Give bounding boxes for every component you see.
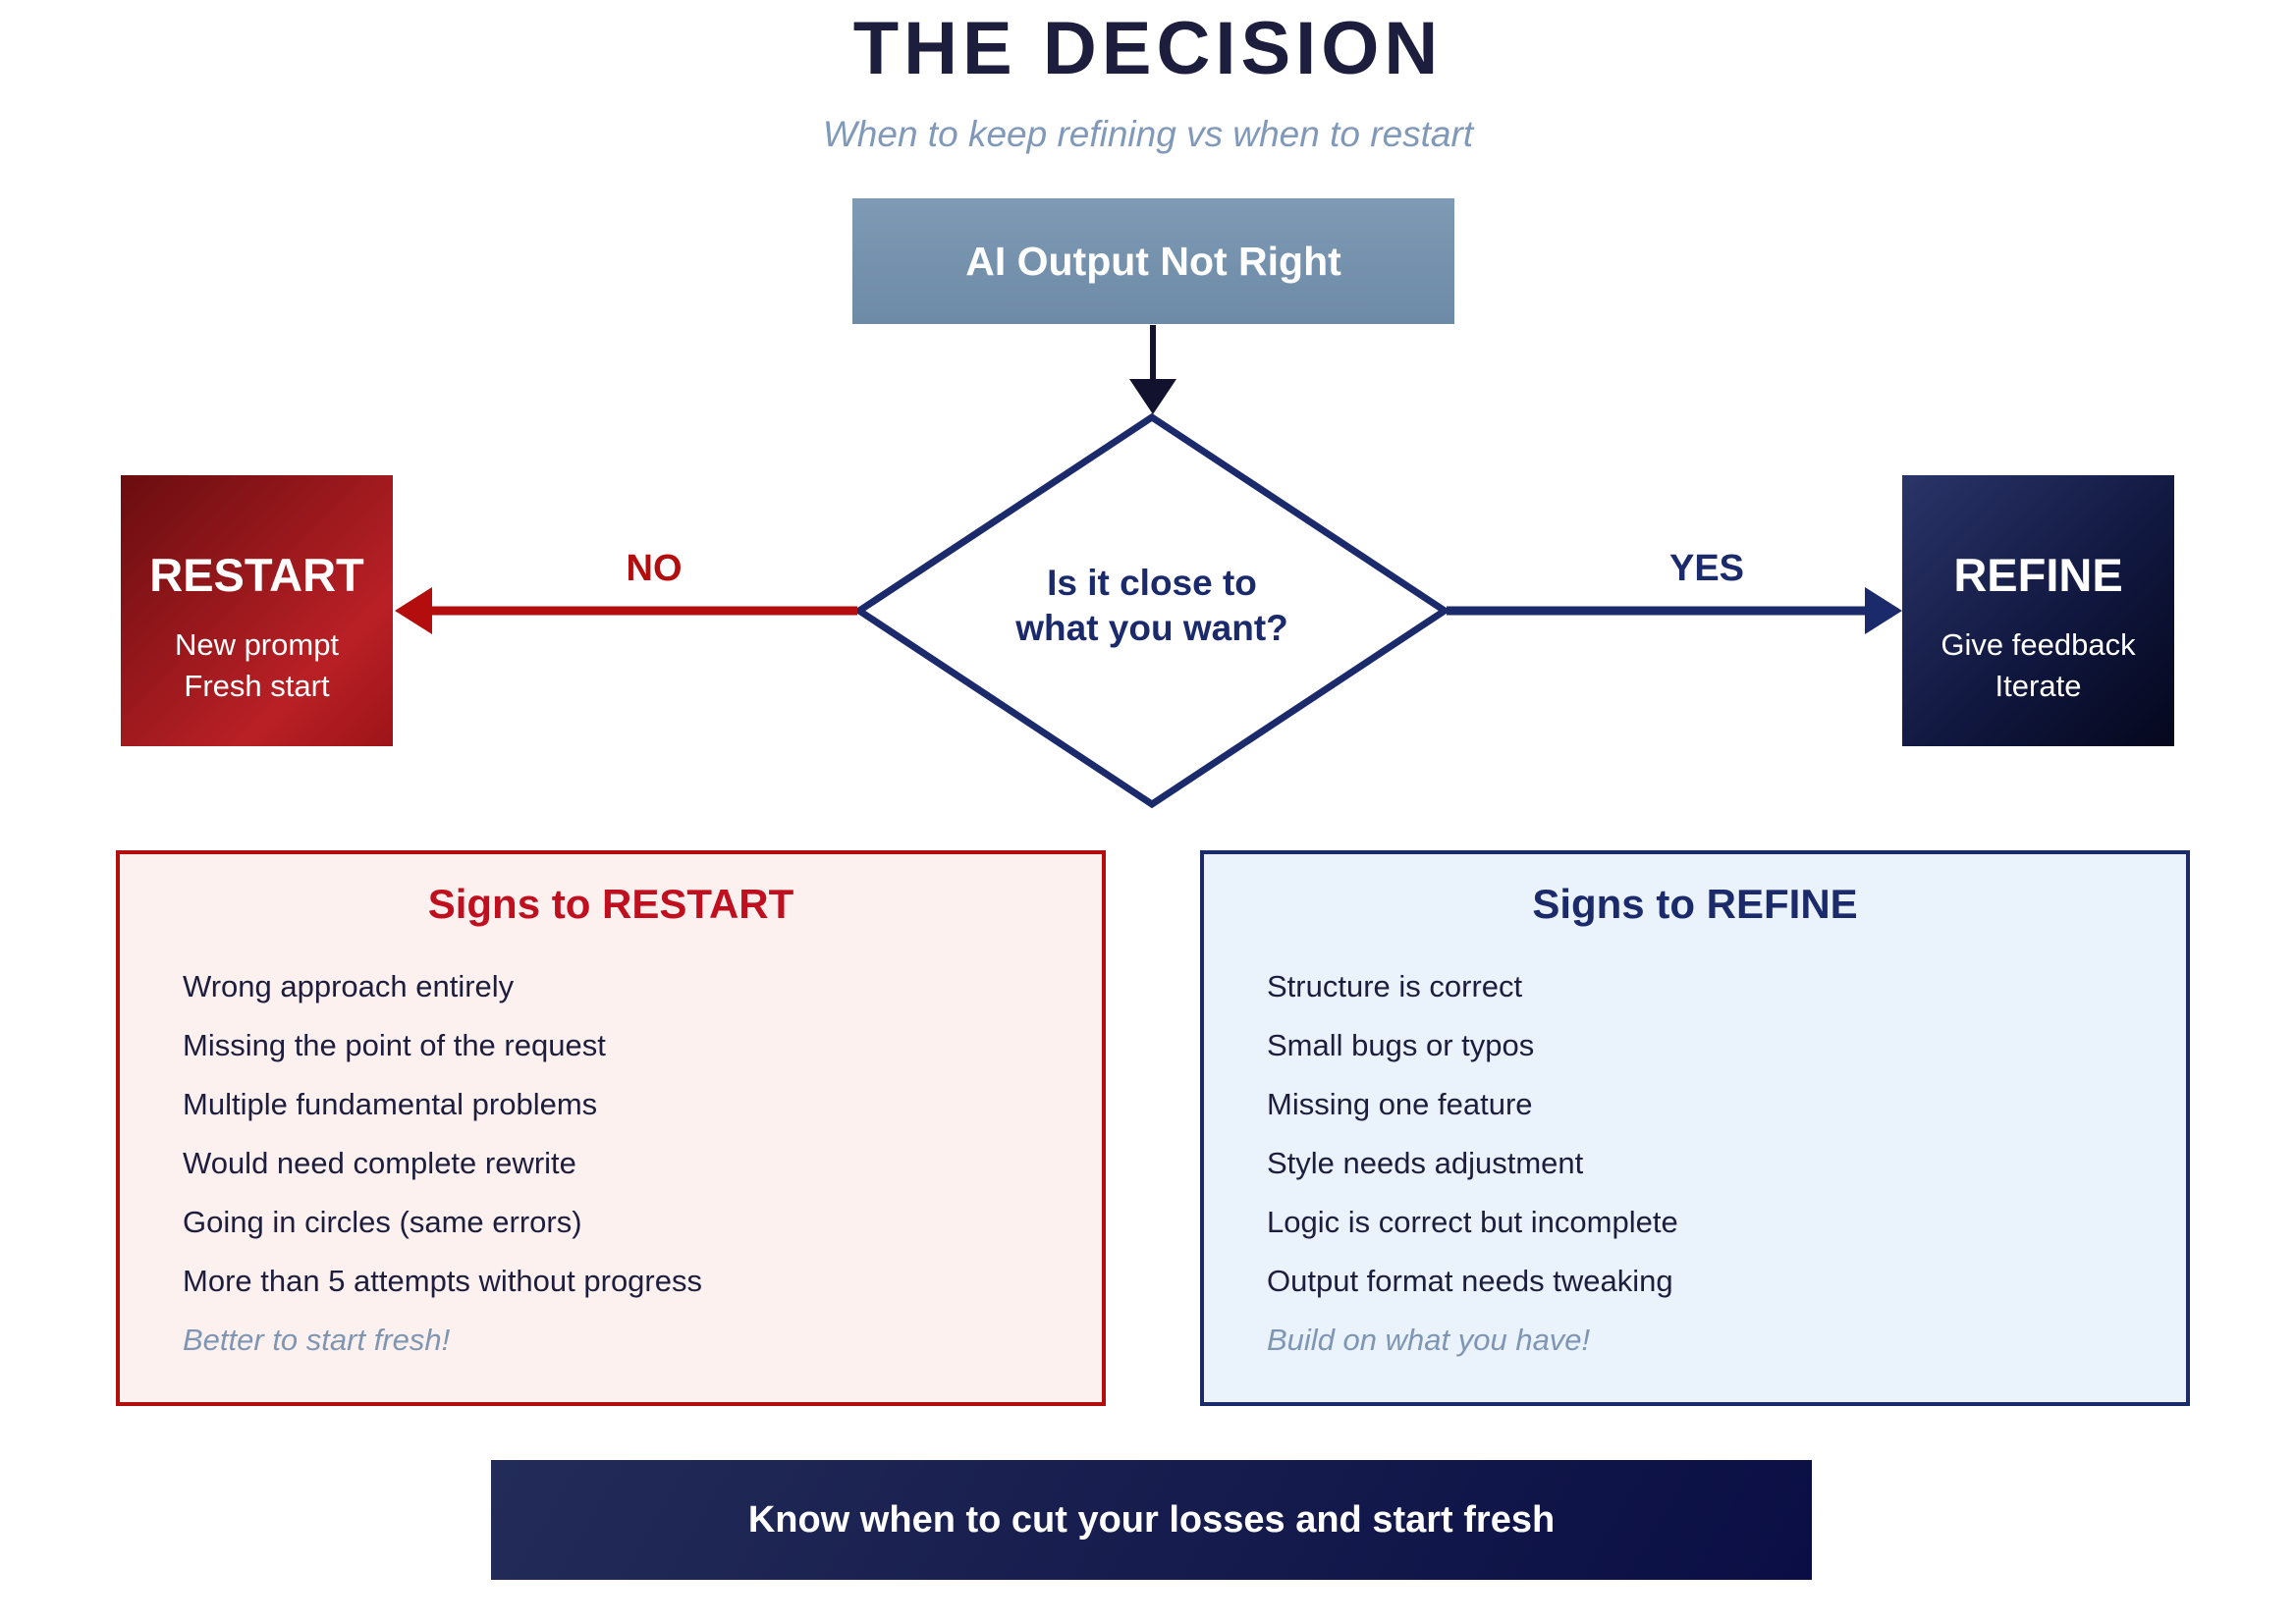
restart-node-line2: Fresh start <box>184 669 330 703</box>
list-item: Small bugs or typos <box>1267 1028 1535 1062</box>
list-item: Wrong approach entirely <box>183 969 515 1003</box>
decision-question-line1: Is it close to <box>1047 563 1257 603</box>
start-node: AI Output Not Right <box>852 198 1454 324</box>
decision-question: Is it close to what you want? <box>956 561 1348 651</box>
refine-node-line1: Give feedback <box>1941 627 2136 662</box>
decision-question-line2: what you want? <box>1015 608 1288 648</box>
edge-label-no: NO <box>626 548 683 589</box>
page-subtitle: When to keep refining vs when to restart <box>822 114 1474 154</box>
restart-node-line1: New prompt <box>174 627 340 662</box>
decision-diamond-shape <box>852 412 1451 809</box>
refine-note: Build on what you have! <box>1267 1323 1591 1357</box>
list-item: Structure is correct <box>1267 969 1523 1003</box>
list-item: More than 5 attempts without progress <box>183 1264 702 1298</box>
list-item: Going in circles (same errors) <box>183 1205 582 1239</box>
restart-node-title: RESTART <box>149 549 364 601</box>
restart-node: RESTART New prompt Fresh start <box>121 475 393 746</box>
yes-arrowhead-icon <box>1865 587 1902 634</box>
refine-node-title: REFINE <box>1953 549 2123 601</box>
list-item: Would need complete rewrite <box>183 1146 576 1180</box>
list-item: Missing the point of the request <box>183 1028 606 1062</box>
list-item: Style needs adjustment <box>1267 1146 1584 1180</box>
down-arrowhead-icon <box>1129 379 1176 414</box>
no-arrowhead-icon <box>395 587 432 634</box>
footer-banner: Know when to cut your losses and start f… <box>491 1460 1812 1580</box>
list-item: Logic is correct but incomplete <box>1267 1205 1678 1239</box>
signs-to-restart-title: Signs to RESTART <box>427 881 794 927</box>
list-item: Missing one feature <box>1267 1087 1533 1121</box>
signs-to-refine-list: Structure is correct Small bugs or typos… <box>1267 957 2186 1370</box>
signs-to-restart-panel: Signs to RESTART Wrong approach entirely… <box>116 850 1106 1406</box>
refine-node-line2: Iterate <box>1995 669 2082 703</box>
footer-text: Know when to cut your losses and start f… <box>747 1498 1556 1541</box>
edge-label-yes: YES <box>1668 548 1745 589</box>
signs-to-refine-title: Signs to REFINE <box>1532 881 1858 927</box>
refine-node: REFINE Give feedback Iterate <box>1902 475 2174 746</box>
list-item: Output format needs tweaking <box>1267 1264 1673 1298</box>
restart-note: Better to start fresh! <box>183 1323 451 1357</box>
start-node-label: AI Output Not Right <box>965 238 1341 284</box>
signs-to-refine-panel: Signs to REFINE Structure is correct Sma… <box>1200 850 2190 1406</box>
page-title: THE DECISION <box>852 7 1444 90</box>
list-item: Multiple fundamental problems <box>183 1087 598 1121</box>
signs-to-restart-list: Wrong approach entirely Missing the poin… <box>183 957 1102 1370</box>
